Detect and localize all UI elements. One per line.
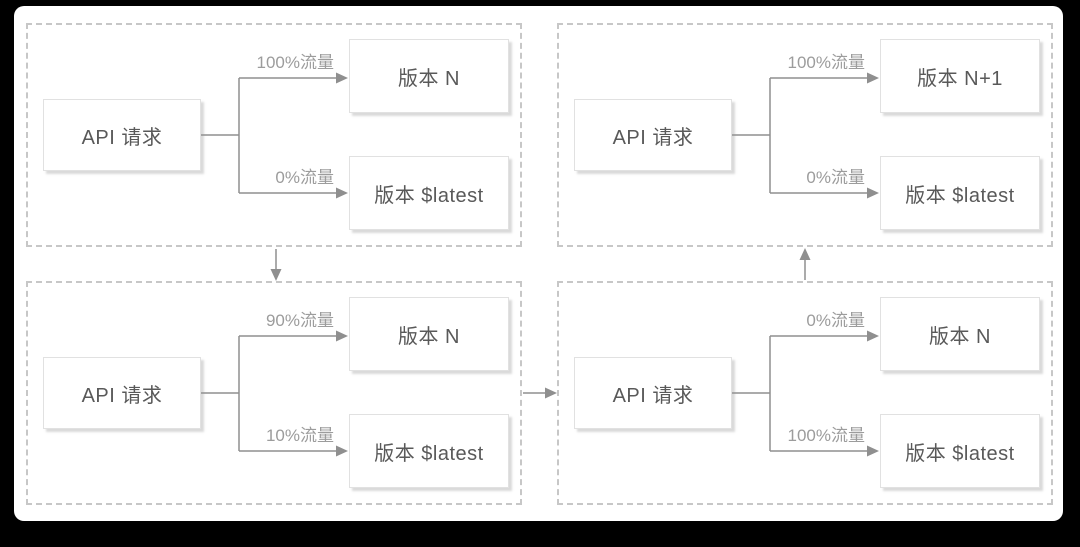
version-node: 版本 $latest — [880, 414, 1040, 488]
traffic-percentage-label: 100%流量 — [787, 53, 865, 72]
api-request-node: API 请求 — [43, 99, 201, 171]
traffic-percentage-label: 0%流量 — [806, 311, 865, 330]
arrowhead-right-icon — [336, 187, 348, 199]
api-request-node: API 请求 — [574, 99, 732, 171]
api-request-label: API 请求 — [81, 384, 163, 407]
api-request-node: API 请求 — [574, 357, 732, 429]
version-label: 版本 N — [398, 325, 460, 348]
version-node: 版本 N — [349, 297, 509, 371]
traffic-percentage-label: 100%流量 — [787, 426, 865, 445]
version-label: 版本 N — [929, 325, 991, 348]
traffic-percentage-label: 0%流量 — [275, 168, 334, 187]
version-label: 版本 N+1 — [917, 67, 1003, 90]
stage-panel-stable-baseline: API 请求 100%流量 0%流量 版本 N 版本 $latest — [26, 23, 522, 247]
arrowhead-right-icon — [336, 72, 348, 84]
arrowhead-right-icon — [867, 330, 879, 342]
api-request-label: API 请求 — [612, 384, 694, 407]
stage-panel-new-version-published: API 请求 100%流量 0%流量 版本 N+1 版本 $latest — [557, 23, 1053, 247]
stage-panel-full-cutover: API 请求 0%流量 100%流量 版本 N 版本 $latest — [557, 281, 1053, 505]
version-label: 版本 $latest — [374, 184, 484, 207]
arrowhead-right-icon — [867, 445, 879, 457]
traffic-percentage-label: 10%流量 — [265, 426, 334, 445]
traffic-percentage-label: 100%流量 — [256, 53, 334, 72]
version-node: 版本 N — [880, 297, 1040, 371]
api-request-node: API 请求 — [43, 357, 201, 429]
version-node: 版本 N — [349, 39, 509, 113]
arrowhead-right-icon — [867, 187, 879, 199]
arrowhead-right-icon — [867, 72, 879, 84]
version-node: 版本 $latest — [349, 156, 509, 230]
stage-panel-canary-shift: API 请求 90%流量 10%流量 版本 N 版本 $latest — [26, 281, 522, 505]
traffic-percentage-label: 0%流量 — [806, 168, 865, 187]
api-request-label: API 请求 — [81, 126, 163, 149]
version-label: 版本 $latest — [905, 184, 1015, 207]
version-node: 版本 N+1 — [880, 39, 1040, 113]
traffic-percentage-label: 90%流量 — [265, 311, 334, 330]
version-label: 版本 N — [398, 67, 460, 90]
arrowhead-right-icon — [336, 330, 348, 342]
arrowhead-right-icon — [336, 445, 348, 457]
version-node: 版本 $latest — [880, 156, 1040, 230]
version-label: 版本 $latest — [905, 442, 1015, 465]
version-node: 版本 $latest — [349, 414, 509, 488]
version-label: 版本 $latest — [374, 442, 484, 465]
api-request-label: API 请求 — [612, 126, 694, 149]
